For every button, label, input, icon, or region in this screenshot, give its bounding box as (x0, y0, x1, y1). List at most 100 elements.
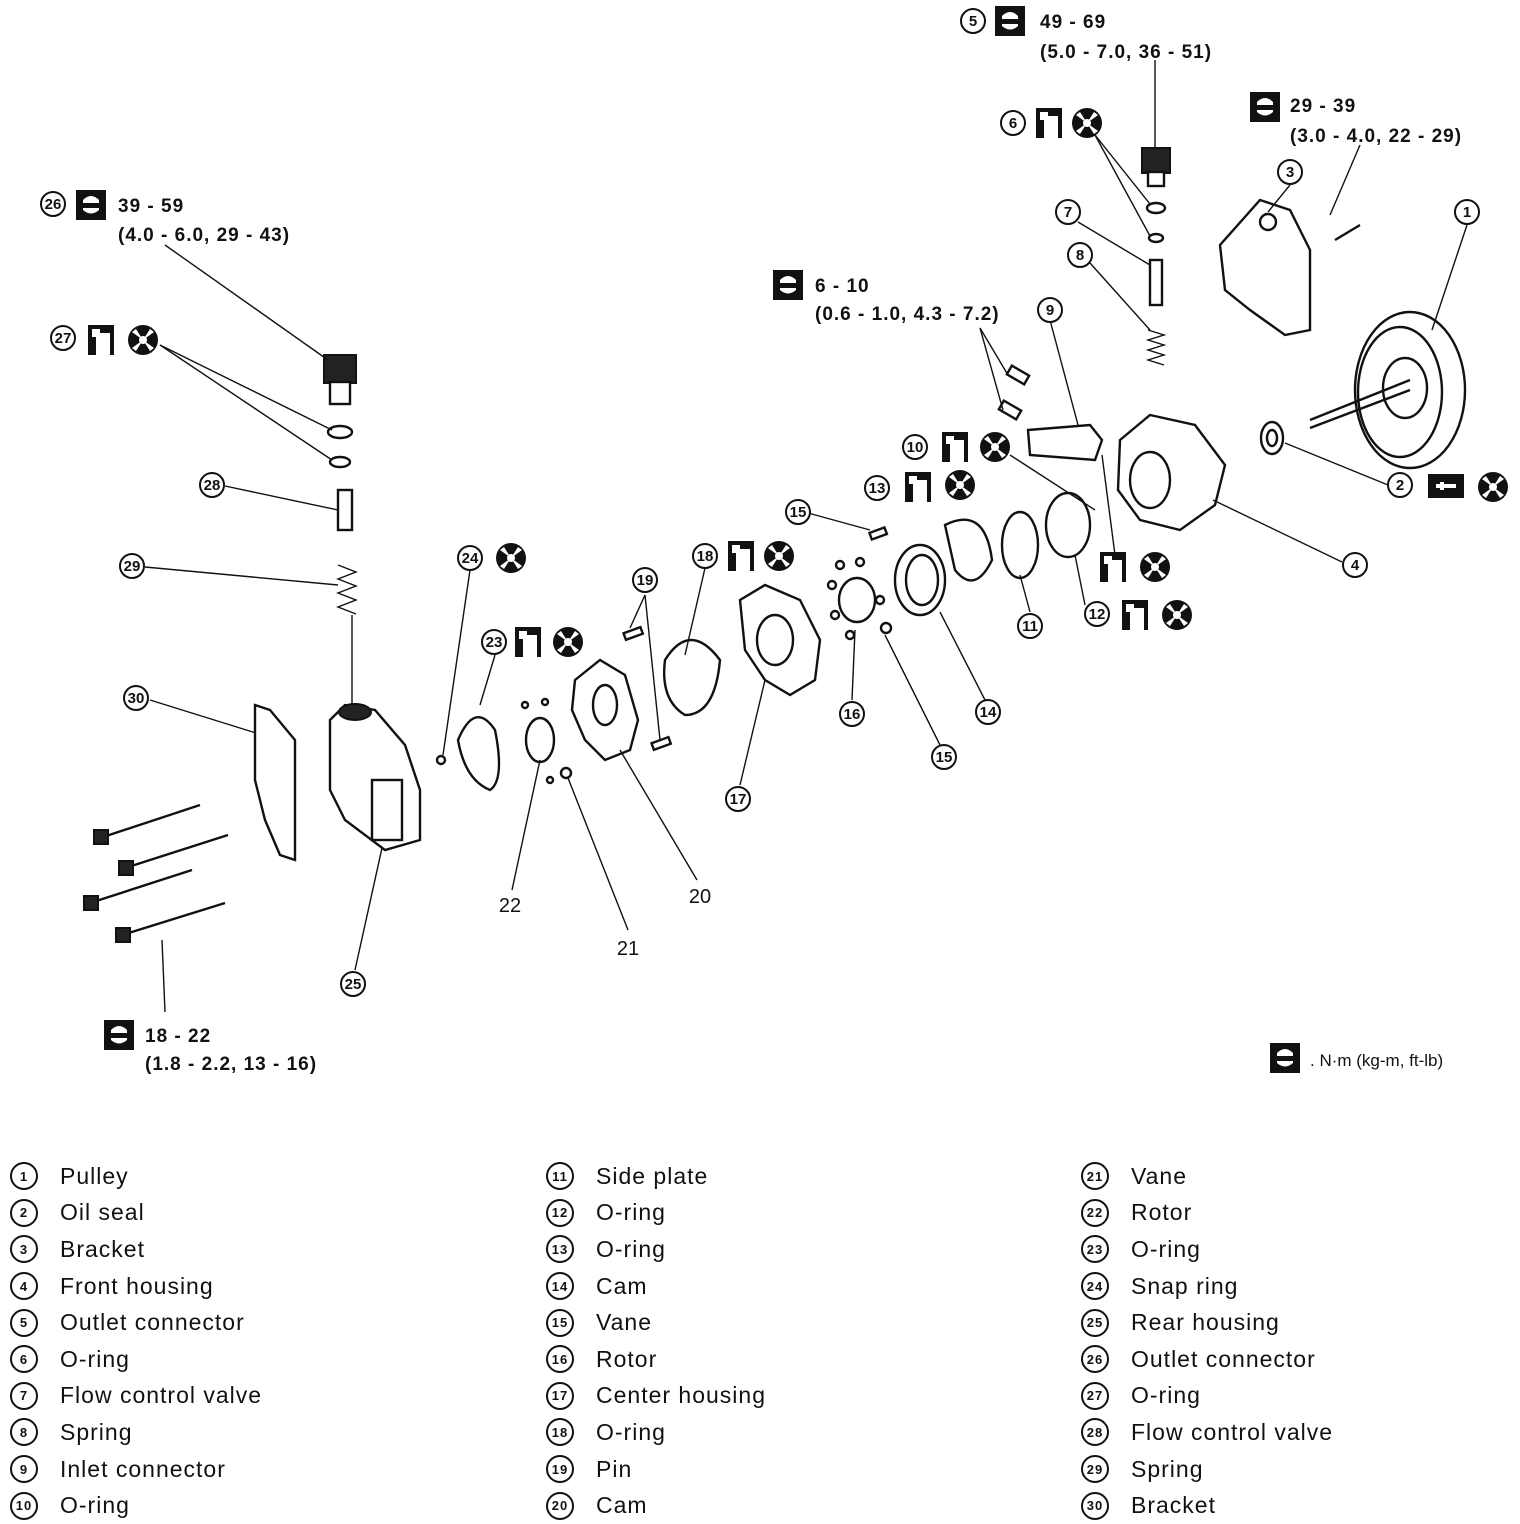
pin-19a-part (621, 625, 645, 642)
svg-text:18 - 22: 18 - 22 (145, 1026, 211, 1047)
grease-icon (88, 325, 114, 355)
flow-control-valve-28-part (336, 488, 354, 532)
callout-14: 14 (975, 699, 1001, 725)
svg-text:28: 28 (204, 477, 221, 494)
callout-23: 23 (481, 629, 507, 655)
svg-text:23: 23 (486, 634, 503, 651)
side-plate-part (1000, 510, 1040, 580)
replace-icon (980, 432, 1010, 462)
grease-icon (905, 472, 931, 502)
spring-29-part (336, 564, 358, 615)
rotor-16-part (826, 556, 886, 641)
bracket-30-part (253, 703, 297, 862)
svg-text:2: 2 (1396, 477, 1404, 494)
icons-24 (496, 543, 526, 573)
torque-spec-26: 26 39 - 59 (4.0 - 6.0, 29 - 43) (40, 190, 290, 246)
unit-note: . N·m (kg-m, ft-lb) (1270, 1043, 1443, 1073)
grease-icon (942, 432, 968, 462)
o-ring-23-part (456, 715, 501, 792)
torque-icon (76, 190, 106, 220)
svg-text:25: 25 (345, 976, 362, 993)
grease-icon (1100, 552, 1126, 582)
svg-text:5: 5 (969, 13, 977, 30)
snap-ring-part (435, 754, 447, 766)
o-ring-13-part (943, 518, 994, 582)
replace-icon (764, 541, 794, 571)
o-ring-6b-part (1147, 232, 1165, 244)
icons-2 (1426, 472, 1508, 502)
icons-18 (728, 541, 794, 571)
svg-text:11: 11 (1022, 618, 1038, 635)
svg-text:(5.0 - 7.0, 36 - 51): (5.0 - 7.0, 36 - 51) (1040, 42, 1212, 63)
svg-text:7: 7 (1064, 204, 1072, 221)
icons-10 (942, 432, 1010, 462)
front-housing-part (1116, 413, 1227, 532)
cam-14-part (893, 543, 947, 617)
callout-11: 11 (1017, 613, 1043, 639)
replace-icon (1162, 600, 1192, 630)
svg-text:6: 6 (1009, 115, 1017, 132)
svg-text:(4.0 - 6.0, 29 - 43): (4.0 - 6.0, 29 - 43) (118, 225, 290, 246)
callout-13: 13 (864, 475, 890, 501)
torque-icon (1270, 1043, 1300, 1073)
torque-spec-inlet: 6 - 10 (0.6 - 1.0, 4.3 - 7.2) (773, 270, 999, 325)
svg-text:49 - 69: 49 - 69 (1040, 12, 1106, 33)
callout-12: 12 (1084, 601, 1110, 627)
svg-text:16: 16 (844, 706, 861, 723)
callout-20: 20 (689, 886, 711, 908)
vane-15b-part (879, 621, 893, 635)
torque-icon (995, 6, 1025, 36)
svg-text:8: 8 (1076, 247, 1084, 264)
o-ring-27a-part (326, 424, 354, 440)
svg-text:30: 30 (128, 690, 145, 707)
svg-text:. N·m (kg-m, ft-lb): . N·m (kg-m, ft-lb) (1310, 1051, 1443, 1070)
pulley-part (1309, 310, 1467, 470)
svg-text:(3.0 - 4.0, 22 - 29): (3.0 - 4.0, 22 - 29) (1290, 126, 1462, 147)
svg-text:10: 10 (907, 439, 924, 456)
callout-19: 19 (632, 567, 658, 593)
callout-16: 16 (839, 701, 865, 727)
svg-text:3: 3 (1286, 164, 1294, 181)
replace-icon (1478, 472, 1508, 502)
bracket-part (1218, 198, 1361, 337)
replace-icon (496, 543, 526, 573)
replace-icon (945, 470, 975, 500)
grease-icon (515, 627, 541, 657)
torque-icon (773, 270, 803, 300)
icons-13 (905, 470, 975, 502)
icons-23 (515, 627, 583, 657)
torque-spec-bracket: 29 - 39 (3.0 - 4.0, 22 - 29) (1250, 92, 1462, 147)
callout-24: 24 (457, 545, 483, 571)
callout-28: 28 (199, 472, 225, 498)
torque-icon (1250, 92, 1280, 122)
svg-text:4: 4 (1351, 557, 1360, 574)
flow-control-valve-part (1148, 258, 1164, 307)
svg-text:15: 15 (936, 749, 953, 766)
svg-text:(1.8 - 2.2, 13 - 16): (1.8 - 2.2, 13 - 16) (145, 1054, 317, 1075)
grease-icon (1122, 600, 1148, 630)
svg-text:24: 24 (462, 550, 479, 567)
callout-22: 22 (499, 895, 521, 917)
svg-text:9: 9 (1046, 302, 1054, 319)
callout-17: 17 (725, 786, 751, 812)
seal-icon (1426, 472, 1466, 500)
icons-6 (1036, 108, 1102, 138)
